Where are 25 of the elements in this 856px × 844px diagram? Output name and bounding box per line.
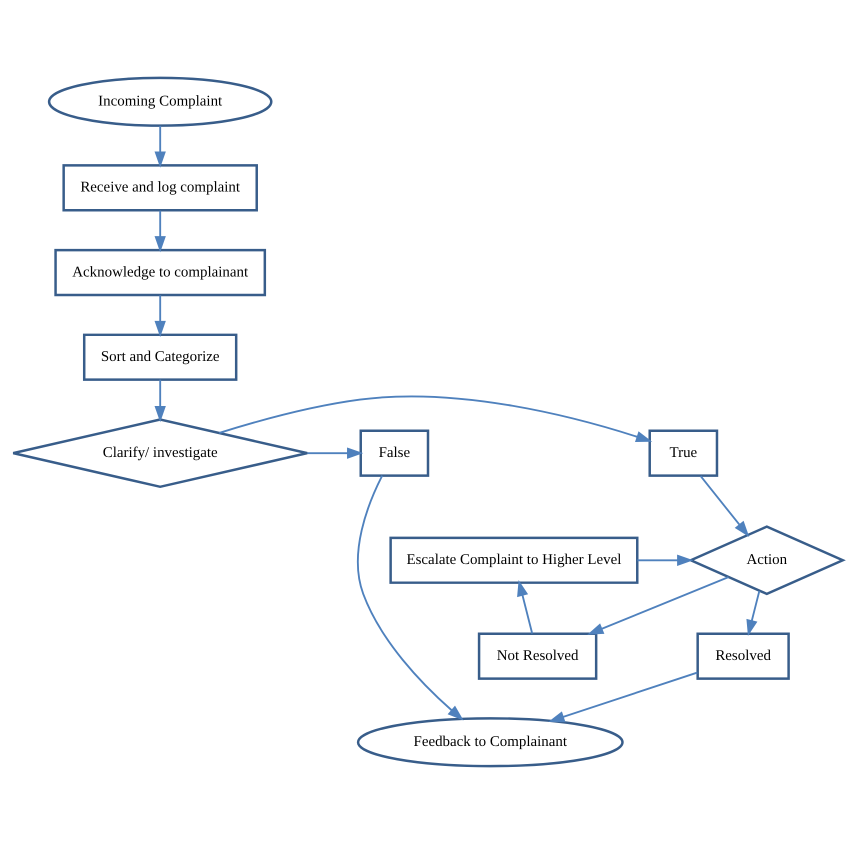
node-box: True [648,429,718,477]
arrow [154,380,166,422]
arrow [548,672,698,722]
node-box: Resolved [696,632,790,680]
node-box: False [360,429,430,477]
arrow [307,447,364,459]
node-box: Acknowledge to complainant [54,248,266,296]
arrow [700,475,750,538]
node-box: Receive and log complaint [62,164,258,212]
node-box: Sort and Categorize [82,334,238,381]
arrow [154,210,166,252]
arrow [154,126,166,168]
arrow [637,554,694,566]
arrow [746,590,760,636]
arrow [356,475,464,721]
node-ellipse: Incoming Complaint [48,76,273,127]
arrow [154,295,166,338]
node-ellipse: Feedback to Complainant [356,717,624,768]
node-diamond: Clarify/ investigate [12,418,308,488]
node-box: Not Resolved [478,632,598,680]
arrow [517,580,534,634]
arrow [587,576,729,635]
node-box: Escalate Complaint to Higher Level [389,536,638,584]
node-diamond: Action [688,525,846,596]
arrow [219,396,652,442]
